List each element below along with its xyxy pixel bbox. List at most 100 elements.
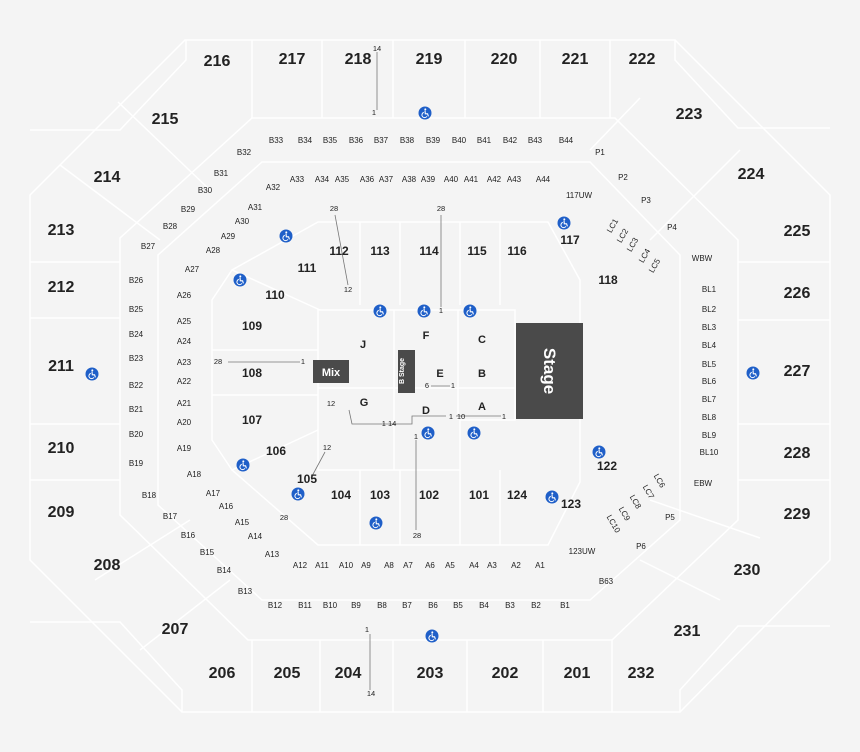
- mix-label: Mix: [322, 367, 341, 379]
- row-label: 117UW: [566, 191, 593, 200]
- row-label: LC8: [628, 493, 643, 511]
- wheelchair-accessible-icon: [417, 304, 431, 318]
- section-106[interactable]: 106: [266, 444, 286, 458]
- section-209[interactable]: 209: [48, 504, 75, 521]
- section-118[interactable]: 118: [598, 273, 618, 287]
- floor-section-e[interactable]: E: [436, 368, 443, 380]
- row-label: A39: [421, 175, 436, 184]
- section-203[interactable]: 203: [417, 665, 444, 682]
- section-208[interactable]: 208: [94, 557, 121, 574]
- section-206[interactable]: 206: [209, 665, 236, 682]
- floor-section-a[interactable]: A: [478, 401, 486, 413]
- section-201[interactable]: 201: [564, 665, 591, 682]
- row-label: B13: [238, 587, 253, 596]
- section-114[interactable]: 114: [419, 244, 439, 258]
- section-103[interactable]: 103: [370, 488, 390, 502]
- section-215[interactable]: 215: [152, 111, 179, 128]
- section-104[interactable]: 104: [331, 488, 351, 502]
- row-label: A12: [293, 561, 308, 570]
- row-label: B38: [400, 136, 415, 145]
- section-213[interactable]: 213: [48, 222, 75, 239]
- row-label: B5: [453, 601, 463, 610]
- row-label: LC5: [647, 257, 662, 275]
- section-105[interactable]: 105: [297, 472, 317, 486]
- section-112[interactable]: 112: [329, 244, 349, 258]
- row-label: B32: [237, 148, 252, 157]
- section-230[interactable]: 230: [734, 562, 761, 579]
- section-124[interactable]: 124: [507, 488, 527, 502]
- section-108[interactable]: 108: [242, 366, 262, 380]
- row-label: BL4: [702, 341, 717, 350]
- section-217[interactable]: 217: [279, 51, 306, 68]
- section-113[interactable]: 113: [370, 244, 390, 258]
- section-229[interactable]: 229: [784, 506, 811, 523]
- floor-section-b[interactable]: B: [478, 368, 486, 380]
- row-label: B63: [599, 577, 614, 586]
- row-label: P4: [667, 223, 677, 232]
- section-115[interactable]: 115: [467, 244, 487, 258]
- mix-position[interactable]: [313, 360, 349, 383]
- main-stage[interactable]: [516, 323, 583, 419]
- section-221[interactable]: 221: [562, 51, 589, 68]
- section-102[interactable]: 102: [419, 488, 439, 502]
- row-label: B17: [163, 512, 178, 521]
- wheelchair-accessible-icon: [236, 458, 250, 472]
- b-stage-label: B Stage: [399, 358, 406, 384]
- seat-number: 1: [449, 412, 453, 421]
- section-220[interactable]: 220: [491, 51, 518, 68]
- section-228[interactable]: 228: [784, 445, 811, 462]
- row-label: A38: [402, 175, 417, 184]
- seat-number: 28: [214, 357, 222, 366]
- section-210[interactable]: 210: [48, 440, 75, 457]
- wheelchair-accessible-icon: [369, 516, 383, 530]
- section-218[interactable]: 218: [345, 51, 372, 68]
- section-222[interactable]: 222: [629, 51, 656, 68]
- row-label: B35: [323, 136, 338, 145]
- section-204[interactable]: 204: [335, 665, 362, 682]
- section-231[interactable]: 231: [674, 623, 701, 640]
- section-223[interactable]: 223: [676, 106, 703, 123]
- section-101[interactable]: 101: [469, 488, 489, 502]
- row-label: B30: [198, 186, 213, 195]
- row-label: B1: [560, 601, 570, 610]
- section-117[interactable]: 117: [560, 233, 580, 247]
- row-label: B19: [129, 459, 144, 468]
- floor-section-f[interactable]: F: [423, 330, 430, 342]
- floor-section-j[interactable]: J: [360, 339, 366, 351]
- section-116[interactable]: 116: [507, 244, 527, 258]
- row-label: A23: [177, 358, 192, 367]
- section-122[interactable]: 122: [597, 459, 617, 473]
- section-225[interactable]: 225: [784, 223, 811, 240]
- row-label: A30: [235, 217, 250, 226]
- row-label: BL1: [702, 285, 717, 294]
- row-label: A18: [187, 470, 202, 479]
- b-stage[interactable]: [398, 350, 415, 393]
- seat-number: 14: [373, 44, 381, 53]
- row-label: B25: [129, 305, 144, 314]
- section-111[interactable]: 111: [298, 261, 317, 275]
- row-label: A37: [379, 175, 394, 184]
- section-226[interactable]: 226: [784, 285, 811, 302]
- section-232[interactable]: 232: [628, 665, 655, 682]
- section-211[interactable]: 211: [48, 358, 74, 375]
- section-212[interactable]: 212: [48, 279, 75, 296]
- section-109[interactable]: 109: [242, 319, 262, 333]
- section-224[interactable]: 224: [738, 166, 765, 183]
- wheelchair-accessible-icon: [85, 367, 99, 381]
- seat-number: 14: [367, 689, 375, 698]
- floor-section-c[interactable]: C: [478, 334, 486, 346]
- row-label: B2: [531, 601, 541, 610]
- section-205[interactable]: 205: [274, 665, 301, 682]
- floor-section-g[interactable]: G: [360, 397, 369, 409]
- row-label: B6: [428, 601, 438, 610]
- section-214[interactable]: 214: [94, 169, 121, 186]
- section-216[interactable]: 216: [204, 53, 231, 70]
- section-207[interactable]: 207: [162, 621, 189, 638]
- section-219[interactable]: 219: [416, 51, 443, 68]
- section-110[interactable]: 110: [265, 288, 285, 302]
- section-107[interactable]: 107: [242, 413, 262, 427]
- section-123[interactable]: 123: [561, 497, 581, 511]
- floor-section-d[interactable]: D: [422, 405, 430, 417]
- section-227[interactable]: 227: [784, 363, 811, 380]
- section-202[interactable]: 202: [492, 665, 519, 682]
